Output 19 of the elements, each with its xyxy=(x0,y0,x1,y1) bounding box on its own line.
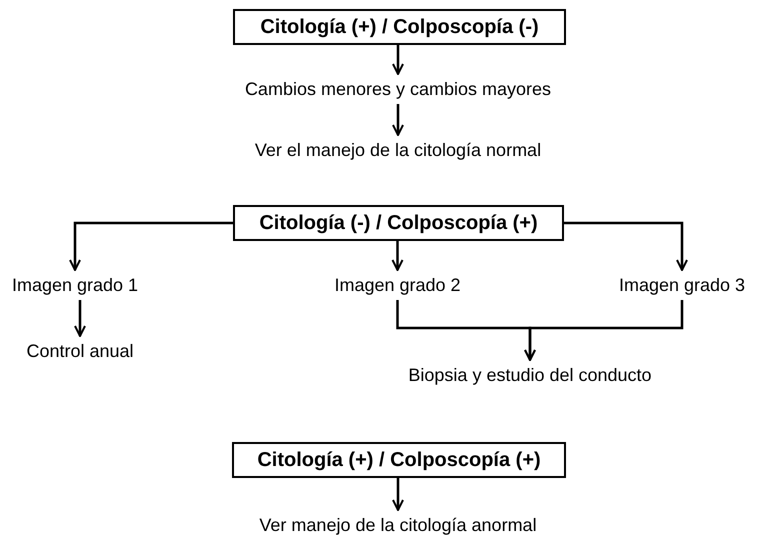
arrow xyxy=(392,104,404,136)
step-text: Biopsia y estudio del conducto xyxy=(370,360,690,390)
step-text: Imagen grado 2 xyxy=(315,270,480,300)
arrow xyxy=(392,45,404,75)
arrow xyxy=(392,478,404,511)
arrow xyxy=(69,222,233,271)
step-text: Imagen grado 3 xyxy=(605,270,759,300)
arrow xyxy=(74,300,86,337)
arrow xyxy=(392,241,404,271)
process-box: Citología (-) / Colposcopía (+) xyxy=(233,205,564,241)
step-text: Imagen grado 1 xyxy=(0,270,150,300)
process-box: Citología (+) / Colposcopía (-) xyxy=(233,9,566,45)
arrow xyxy=(524,300,684,361)
step-text: Ver manejo de la citología anormal xyxy=(190,510,606,540)
process-box: Citología (+) / Colposcopía (+) xyxy=(232,442,566,478)
step-text: Control anual xyxy=(10,336,150,366)
step-text: Cambios menores y cambios mayores xyxy=(200,74,596,104)
step-text: Ver el manejo de la citología normal xyxy=(200,135,596,165)
arrow xyxy=(564,222,688,271)
